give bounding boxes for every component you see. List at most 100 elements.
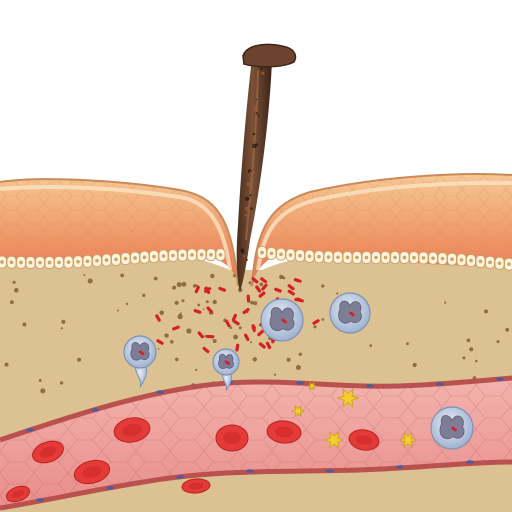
basal-cell-nucleus — [431, 256, 435, 261]
dermis-speck — [273, 373, 277, 376]
rust-spot — [253, 106, 258, 111]
vessel-wall-bottom — [0, 459, 512, 511]
basal-cell-nucleus — [152, 254, 156, 259]
dermis-speck — [159, 310, 164, 316]
basal-cell-nucleus — [269, 251, 274, 256]
bacterium — [260, 277, 268, 284]
dermis-speck — [87, 278, 93, 284]
endothelial-nucleus — [26, 428, 34, 432]
bacterium — [274, 287, 282, 293]
neutrophil — [329, 292, 371, 334]
dermis-speck — [496, 340, 500, 344]
dermis-speck — [444, 301, 447, 304]
bacterium — [242, 307, 250, 315]
rust-spot — [245, 206, 251, 212]
bacterium — [204, 286, 211, 295]
dermis-speck — [369, 344, 373, 347]
basal-cell-nucleus — [104, 258, 109, 262]
vessel-wall-top — [0, 375, 512, 443]
dermis-speck — [250, 341, 253, 344]
dermis-speck — [172, 285, 177, 290]
bacterium — [193, 308, 202, 314]
dermis-speck — [186, 328, 192, 334]
dermis-speck — [505, 327, 510, 332]
dermis-speck — [205, 300, 209, 304]
red-blood-cells — [5, 417, 380, 503]
rbc-center — [11, 490, 25, 498]
basal-cell-nucleus — [38, 260, 42, 265]
endothelial-nucleus — [466, 460, 474, 464]
dermis-speck — [175, 357, 179, 362]
rbc-center — [274, 426, 294, 438]
red-blood-cell — [348, 429, 380, 451]
dermis-speck — [212, 339, 217, 343]
red-blood-cell — [215, 424, 249, 452]
endothelial-nucleus — [296, 381, 304, 385]
basal-cell-nucleus — [19, 260, 23, 265]
basal-cell-nucleus — [28, 260, 33, 265]
basal-cell-nucleus — [279, 252, 283, 257]
rust-spot — [249, 171, 252, 174]
endothelial-nucleus — [366, 384, 374, 388]
rust-spot — [249, 186, 253, 190]
endothelial-nucleus — [326, 469, 334, 473]
dermis-speck — [466, 338, 471, 343]
dermis-speck — [83, 274, 86, 277]
basal-cell-nucleus — [326, 255, 331, 259]
bacterium — [155, 314, 161, 322]
endothelial-nucleus — [396, 465, 404, 469]
endothelial-nucleus — [436, 382, 444, 386]
platelets — [290, 381, 418, 449]
endothelial-nucleus — [246, 469, 254, 473]
basal-cell-nucleus — [355, 255, 359, 260]
basal-cell-nucleus — [488, 260, 492, 265]
rust-spot — [260, 67, 263, 71]
rust-spot — [245, 258, 248, 261]
dermis-speck — [153, 276, 158, 281]
dermis-speck — [4, 362, 9, 367]
basal-cell-nucleus — [364, 255, 369, 260]
bacterium — [156, 339, 164, 345]
platelet — [398, 432, 418, 448]
nail-shank — [236, 58, 272, 292]
endothelial-nucleus — [36, 498, 44, 502]
bacterium — [251, 324, 256, 333]
bacterium — [231, 313, 237, 322]
bacterium — [218, 286, 227, 292]
dermis-speck — [174, 300, 179, 305]
bacterium — [197, 331, 204, 339]
bacterium — [235, 343, 240, 352]
dermis-speck — [484, 309, 488, 314]
dermis-speck — [192, 284, 197, 288]
basal-cell-nucleus — [383, 255, 388, 260]
dermis-speck — [177, 314, 183, 320]
dermis-speck — [412, 362, 417, 368]
dermis-speck — [197, 303, 201, 307]
dermis-speck — [12, 280, 16, 284]
basal-cell-nucleus — [298, 253, 302, 258]
dermis-speck — [233, 334, 239, 340]
endothelial-nucleus — [176, 475, 184, 479]
bacterium — [246, 294, 251, 303]
basal-cell-nucleus — [180, 253, 185, 257]
basal-cell-nucleus — [317, 254, 321, 259]
red-blood-cell — [5, 485, 31, 503]
dermis-speck — [336, 292, 339, 295]
nail-rust-spots — [240, 67, 265, 261]
dermis-speck — [286, 357, 291, 362]
basal-cell-nucleus — [123, 256, 128, 261]
basal-cell-nucleus — [260, 250, 264, 255]
basal-cell-nucleus — [85, 259, 90, 264]
basal-cell-nucleus — [199, 252, 204, 257]
bacterium — [172, 325, 180, 331]
basal-cell-nucleus — [393, 255, 397, 260]
dermis-speck — [248, 281, 252, 285]
red-blood-cell — [181, 478, 211, 494]
dermis-speck — [210, 273, 215, 279]
dermis-speck — [406, 342, 409, 346]
dermis-speck — [10, 300, 14, 305]
skin-surface-highlight — [0, 180, 512, 271]
basal-cell-layer — [0, 246, 512, 271]
dermis-speck — [298, 352, 302, 356]
